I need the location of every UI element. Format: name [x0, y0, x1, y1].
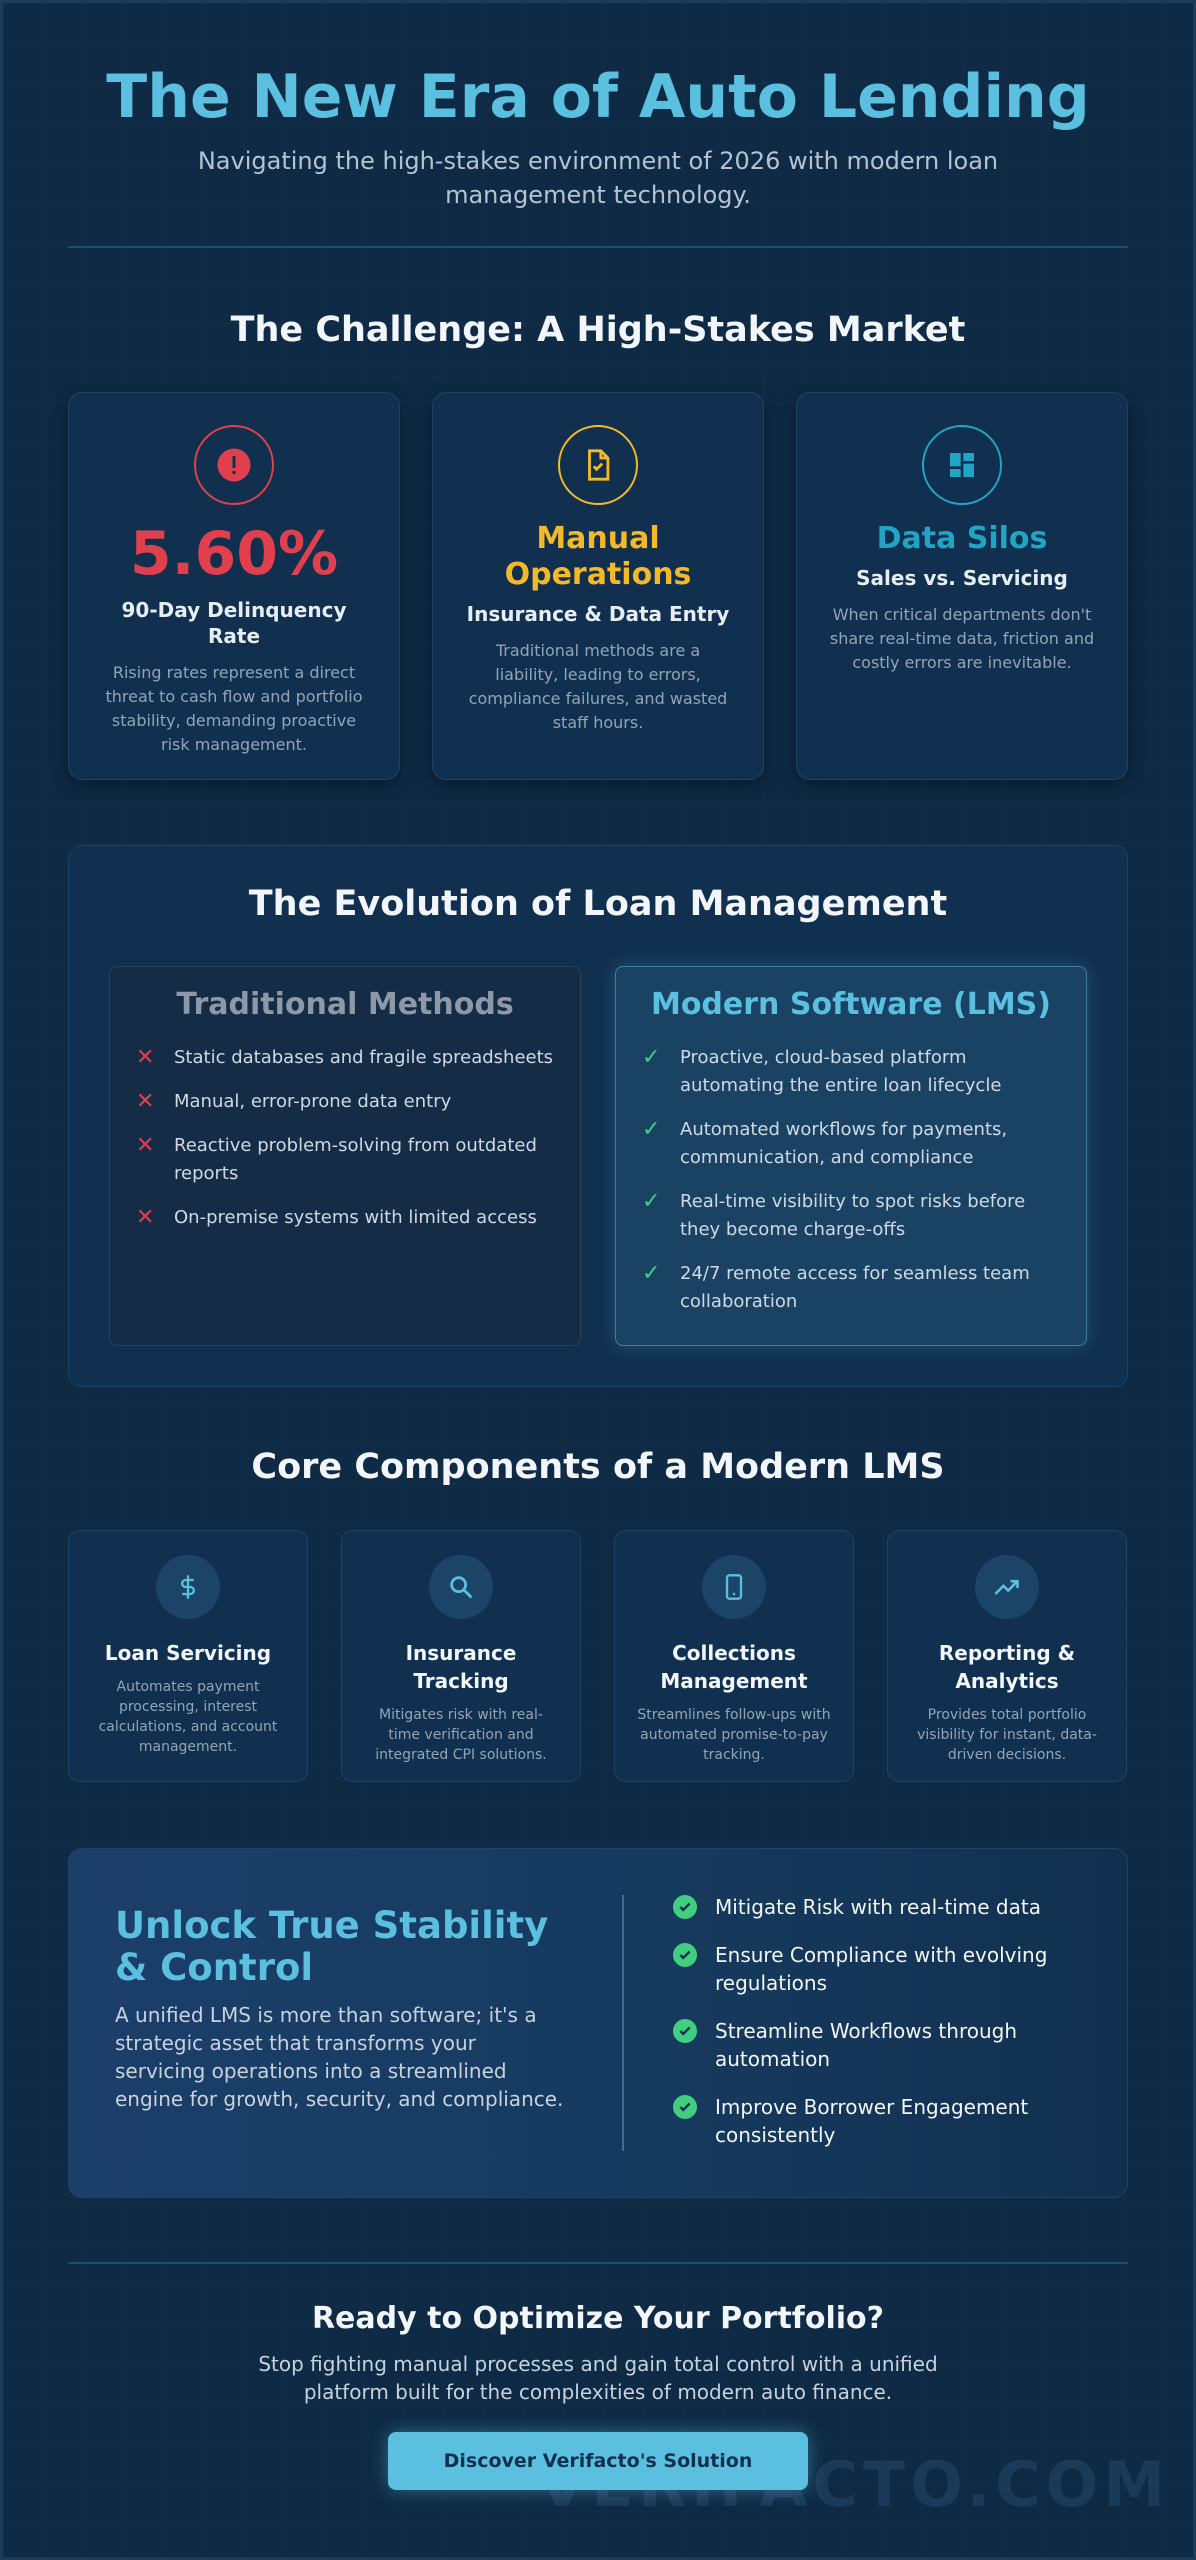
cta-title: Ready to Optimize Your Portfolio? — [311, 2301, 885, 2336]
list-item: ✓Proactive, cloud-based platform automat… — [642, 1045, 1002, 1096]
check-icon: ✓ — [642, 1189, 661, 1214]
challenge-card-description: Rising rates represent a direct threat t… — [105, 663, 363, 754]
traditional-methods-title: Traditional Methods — [176, 987, 514, 1022]
cta-description: Stop fighting manual processes and gain … — [258, 2352, 938, 2404]
challenge-card-headline: Manual Operations — [504, 521, 692, 592]
benefit-item: Streamline Workflows through automation — [673, 2017, 1103, 2073]
component-card-collections-management: Collections Management Streamlines follo… — [614, 1530, 854, 1782]
list-item: ✕On-premise systems with limited access — [136, 1205, 537, 1230]
challenge-section-title: The Challenge: A High-Stakes Market — [230, 310, 966, 350]
evolution-panel: The Evolution of Loan Management Traditi… — [68, 845, 1128, 1387]
component-title: Reporting & Analytics — [938, 1641, 1076, 1693]
x-icon: ✕ — [136, 1205, 155, 1230]
benefit-list: Mitigate Risk with real-time data Ensure… — [673, 1893, 1103, 2149]
footer-divider — [68, 2262, 1128, 2264]
discover-solution-button[interactable]: Discover Verifacto's Solution — [388, 2432, 808, 2490]
challenge-card-subtitle: 90-Day Delinquency Rate — [121, 598, 347, 648]
component-title: Insurance Tracking — [405, 1641, 517, 1693]
modern-software-column: Modern Software (LMS) ✓Proactive, cloud-… — [615, 966, 1087, 1346]
document-icon — [558, 425, 638, 505]
list-item: ✕Manual, error-prone data entry — [136, 1089, 452, 1114]
challenge-card-description: When critical departments don't share re… — [829, 605, 1095, 672]
unlock-description: A unified LMS is more than software; it'… — [115, 2003, 564, 2111]
traditional-methods-column: Traditional Methods ✕Static databases an… — [109, 966, 581, 1346]
component-title: Loan Servicing — [104, 1641, 272, 1665]
list-item: ✕Reactive problem-solving from outdated … — [136, 1133, 537, 1184]
list-item: ✓24/7 remote access for seamless team co… — [642, 1261, 1030, 1312]
component-description: Streamlines follow-ups with automated pr… — [637, 1707, 831, 1763]
header-divider — [68, 246, 1128, 248]
component-card-reporting-analytics: Reporting & Analytics Provides total por… — [887, 1530, 1127, 1782]
component-card-insurance-tracking: Insurance Tracking Mitigates risk with r… — [341, 1530, 581, 1782]
unlock-title: Unlock True Stability & Control — [115, 1904, 549, 1989]
list-item: ✓Automated workflows for payments, commu… — [642, 1117, 1008, 1168]
search-icon — [429, 1555, 493, 1619]
component-title: Collections Management — [660, 1641, 808, 1693]
check-circle-icon — [673, 2095, 697, 2119]
challenge-card-headline: Data Silos — [876, 521, 1048, 556]
benefit-item: Ensure Compliance with evolving regulati… — [673, 1941, 1103, 1997]
benefit-item: Improve Borrower Engagement consistently — [673, 2093, 1103, 2149]
check-icon: ✓ — [642, 1045, 661, 1070]
page-title: The New Era of Auto Lending — [106, 62, 1090, 132]
challenge-card-manual-operations: Manual Operations Insurance & Data Entry… — [432, 392, 764, 780]
evolution-section-title: The Evolution of Loan Management — [248, 884, 948, 924]
challenge-card-description: Traditional methods are a liability, lea… — [468, 641, 728, 732]
component-description: Provides total portfolio visibility for … — [917, 1707, 1097, 1763]
unlock-panel: Unlock True Stability & Control A unifie… — [68, 1848, 1128, 2198]
dashboard-icon — [922, 425, 1002, 505]
challenge-card-data-silos: Data Silos Sales vs. Servicing When crit… — [796, 392, 1128, 780]
benefit-item: Mitigate Risk with real-time data — [673, 1893, 1103, 1921]
page-subtitle: Navigating the high-stakes environment o… — [197, 147, 999, 209]
alert-icon — [194, 425, 274, 505]
list-item: ✓Real-time visibility to spot risks befo… — [642, 1189, 1026, 1240]
x-icon: ✕ — [136, 1089, 155, 1114]
component-description: Automates payment processing, interest c… — [98, 1679, 278, 1755]
mobile-icon — [702, 1555, 766, 1619]
modern-software-title: Modern Software (LMS) — [650, 987, 1052, 1022]
check-circle-icon — [673, 2019, 697, 2043]
x-icon: ✕ — [136, 1133, 155, 1158]
challenge-card-subtitle: Insurance & Data Entry — [466, 602, 730, 626]
check-icon: ✓ — [642, 1117, 661, 1142]
component-description: Mitigates risk with real-time verificati… — [375, 1707, 547, 1763]
trending-up-icon — [975, 1555, 1039, 1619]
challenge-card-delinquency: 5.60% 90-Day Delinquency Rate Rising rat… — [68, 392, 400, 780]
components-section-title: Core Components of a Modern LMS — [251, 1447, 945, 1487]
list-item: ✕Static databases and fragile spreadshee… — [136, 1045, 554, 1070]
check-circle-icon — [673, 1895, 697, 1919]
check-icon: ✓ — [642, 1261, 661, 1286]
delinquency-rate-value: 5.60% — [129, 519, 339, 589]
component-card-loan-servicing: Loan Servicing Automates payment process… — [68, 1530, 308, 1782]
challenge-card-subtitle: Sales vs. Servicing — [856, 566, 1068, 590]
dollar-icon — [156, 1555, 220, 1619]
check-circle-icon — [673, 1943, 697, 1967]
x-icon: ✕ — [136, 1045, 155, 1070]
unlock-divider — [622, 1895, 624, 2151]
